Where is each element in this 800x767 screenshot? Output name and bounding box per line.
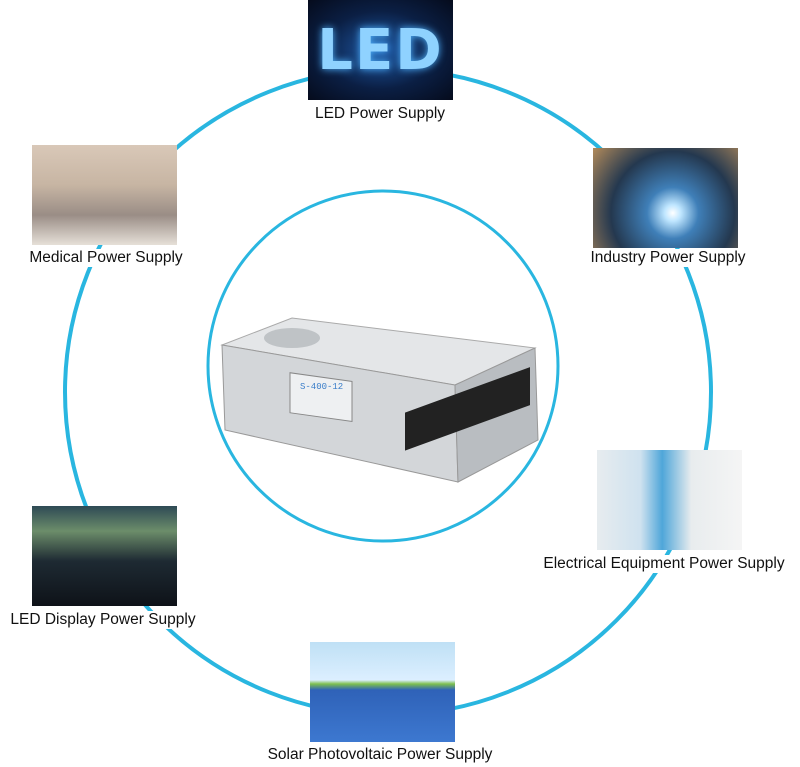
medical-application: [32, 145, 177, 245]
led-image: LED: [308, 0, 453, 100]
solar-image: [310, 642, 455, 742]
model-label: S-400-12: [300, 382, 343, 392]
medical-image: [32, 145, 177, 245]
electrical-image: [597, 450, 742, 550]
power-supply-product: S-400-12: [220, 317, 539, 483]
led-application: LED: [308, 0, 453, 100]
led-display-application: [32, 506, 177, 606]
led-label: LED Power Supply: [312, 105, 448, 123]
led-display-label: LED Display Power Supply: [8, 611, 198, 629]
medical-label: Medical Power Supply: [27, 249, 185, 267]
industry-application: [593, 148, 738, 248]
electrical-label: Electrical Equipment Power Supply: [541, 555, 787, 573]
electrical-application: [597, 450, 742, 550]
inner-ring: [206, 189, 560, 543]
industry-image: [593, 148, 738, 248]
solar-label: Solar Photovoltaic Power Supply: [265, 746, 495, 764]
led-display-image: [32, 506, 177, 606]
solar-application: [310, 642, 455, 742]
industry-label: Industry Power Supply: [588, 249, 748, 267]
